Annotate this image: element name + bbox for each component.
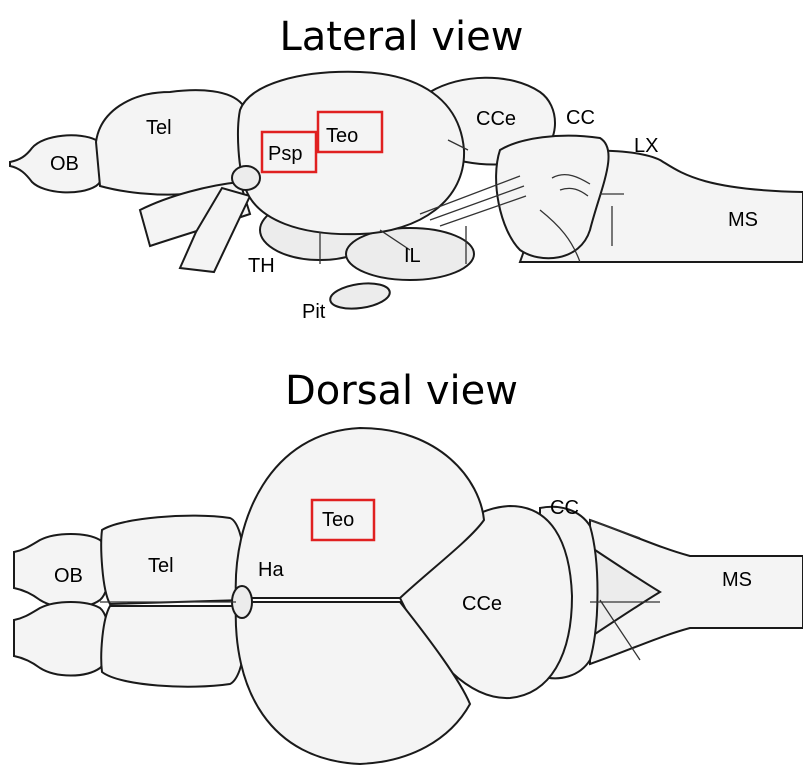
dorsal-telencephalon-right: [101, 606, 245, 687]
dorsal-label-cc: CC: [550, 497, 579, 519]
label-teo: Teo: [326, 125, 358, 147]
dorsal-label-tel: Tel: [148, 555, 174, 577]
dorsal-view-title: Dorsal view: [0, 368, 803, 414]
dorsal-label-ob: OB: [54, 565, 83, 587]
lateral-brain-diagram: OB Tel Psp Teo CCe CC LX MS TH IL Pit: [0, 0, 803, 340]
label-pit: Pit: [302, 301, 326, 323]
dorsal-brain-diagram: OB Tel Ha Teo CCe CC MS: [0, 420, 803, 771]
label-ob: OB: [50, 153, 79, 175]
label-lx: LX: [634, 135, 658, 157]
pituitary-shape: [329, 280, 392, 312]
label-cc: CC: [566, 107, 595, 129]
label-tel: Tel: [146, 117, 172, 139]
dorsal-olfactory-bulb-right: [14, 602, 109, 676]
label-psp: Psp: [268, 143, 302, 165]
label-ms: MS: [728, 209, 758, 231]
label-th: TH: [248, 255, 275, 277]
telencephalon-shape: [96, 90, 252, 194]
dorsal-label-ms: MS: [722, 569, 752, 591]
dorsal-label-ha: Ha: [258, 559, 284, 581]
label-cce: CCe: [476, 108, 516, 130]
dorsal-label-teo: Teo: [322, 509, 354, 531]
label-il: IL: [404, 245, 421, 267]
preoptic-nucleus-shape: [232, 166, 260, 190]
dorsal-label-cce: CCe: [462, 593, 502, 615]
